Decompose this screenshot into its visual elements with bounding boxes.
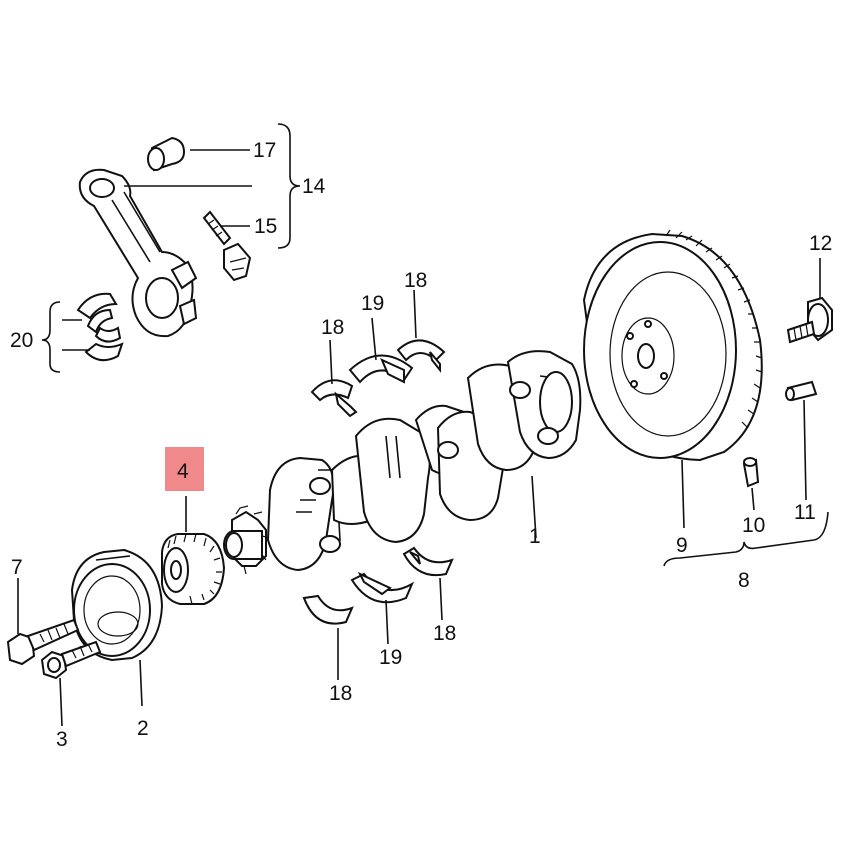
connecting-rod-part-14 bbox=[78, 168, 198, 338]
bearing-shells-upper bbox=[310, 339, 446, 418]
label-20: 20 bbox=[10, 329, 33, 352]
label-9: 9 bbox=[676, 534, 688, 557]
label-12: 12 bbox=[809, 232, 832, 255]
bushing-part-17 bbox=[147, 136, 186, 172]
label-3: 3 bbox=[56, 728, 68, 751]
bolt-part-12 bbox=[786, 296, 833, 344]
label-8: 8 bbox=[738, 569, 750, 592]
label-18-lower-left: 18 bbox=[329, 682, 352, 705]
label-18-upper-right: 18 bbox=[404, 269, 427, 292]
label-4: 4 bbox=[177, 460, 189, 483]
label-18-lower-right: 18 bbox=[433, 622, 456, 645]
label-18-upper-left: 18 bbox=[321, 316, 344, 339]
label-2: 2 bbox=[137, 717, 149, 740]
bearing-shells-lower bbox=[302, 546, 454, 625]
label-10: 10 bbox=[742, 514, 765, 537]
label-7: 7 bbox=[11, 556, 23, 579]
crankshaft-part-1 bbox=[223, 350, 582, 575]
label-19-upper: 19 bbox=[361, 292, 384, 315]
label-14: 14 bbox=[302, 175, 326, 198]
highlight-box bbox=[165, 447, 204, 491]
label-11: 11 bbox=[794, 501, 816, 524]
flywheel-part-9 bbox=[582, 229, 763, 462]
connecting-rod-assembly bbox=[41, 123, 301, 373]
pin-part-11 bbox=[785, 380, 818, 402]
rod-bolt-part-15 bbox=[202, 210, 252, 282]
sprocket-part-4 bbox=[161, 533, 226, 605]
label-19-lower: 19 bbox=[379, 646, 402, 669]
dowel-part-10 bbox=[742, 457, 760, 488]
bolt-part-7 bbox=[6, 618, 80, 666]
label-1: 1 bbox=[529, 525, 541, 548]
label-15: 15 bbox=[254, 215, 277, 238]
label-17: 17 bbox=[253, 139, 276, 162]
pulley-part-2 bbox=[70, 548, 164, 662]
rod-bearing-shells-part-20 bbox=[76, 292, 124, 362]
bolt-part-3 bbox=[40, 640, 102, 680]
